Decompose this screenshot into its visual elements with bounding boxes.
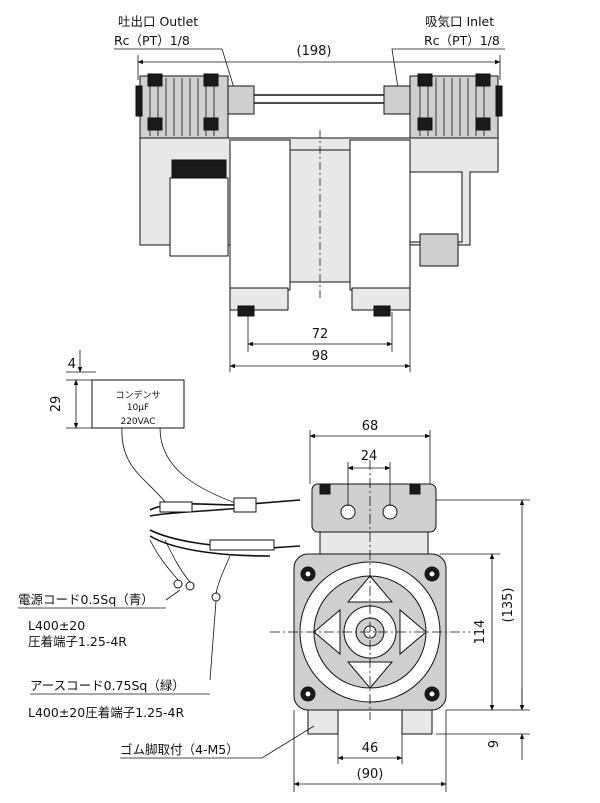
power-cord-label: 電源コード0.5Sq（青） xyxy=(18,592,154,607)
dim-46: 46 xyxy=(362,741,379,756)
corner-screws xyxy=(300,566,440,702)
outlet-label: 吐出口 Outlet xyxy=(118,14,198,29)
power-cord-terminal: 圧着端子1.25-4R xyxy=(28,634,127,649)
inlet-leader xyxy=(391,48,505,89)
earth-cord-label: アースコード0.75Sq（緑） xyxy=(30,678,185,693)
motor-left xyxy=(229,139,291,291)
cords: 電源コード0.5Sq（青） L400±20 圧着端子1.25-4R アースコード… xyxy=(18,497,301,720)
inlet-fitting xyxy=(383,85,411,115)
outlet-fitting xyxy=(227,85,255,115)
dim-72: 72 xyxy=(312,327,329,342)
dim-4: 4 xyxy=(68,357,76,372)
inlet-thread-label: Rc（PT）1/8 xyxy=(424,33,500,48)
dim-90: (90) xyxy=(357,767,384,782)
dim-24: 24 xyxy=(361,449,378,464)
outlet-thread-label: Rc（PT）1/8 xyxy=(114,33,190,48)
capacitor-title: コンデンサ xyxy=(115,389,160,401)
side-view: 68 24 114 (135) 9 46 (90) ゴム脚取付（4-M5） xyxy=(120,419,530,792)
power-cord-length: L400±20 xyxy=(28,618,85,633)
dim-29: 29 xyxy=(49,396,64,413)
capacitor-voltage: 220VAC xyxy=(120,417,155,427)
dim-135: (135) xyxy=(501,588,516,623)
dim-68: 68 xyxy=(362,419,379,434)
outlet-leader xyxy=(114,48,235,89)
dim-98: 98 xyxy=(312,349,329,364)
inlet-label: 吸気口 Inlet xyxy=(425,14,494,29)
dim-114: 114 xyxy=(473,620,488,645)
dim-198: (198) xyxy=(297,44,332,59)
motor-right xyxy=(349,139,411,291)
capacitor: コンデンサ 10μF 220VAC 4 29 xyxy=(49,350,239,507)
rubber-feet-label: ゴム脚取付（4-M5） xyxy=(120,742,239,757)
top-view: 吐出口 Outlet Rc（PT）1/8 吸気口 Inlet Rc（PT）1/8… xyxy=(114,14,505,372)
capacitor-box xyxy=(91,379,185,429)
capacitor-value: 10μF xyxy=(127,403,149,413)
dim-9: 9 xyxy=(487,740,502,748)
earth-cord-spec: L400±20圧着端子1.25-4R xyxy=(28,705,184,720)
